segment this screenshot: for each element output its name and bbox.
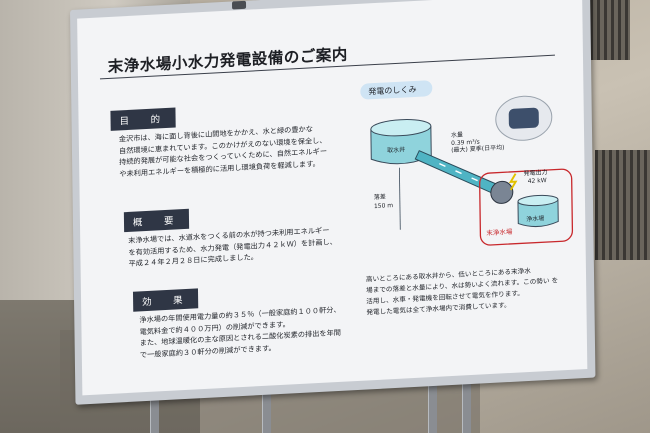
board-clip-left — [231, 0, 247, 10]
basin-label: 浄水場 — [526, 214, 544, 223]
generator-icon — [508, 107, 539, 129]
diagram-heading: 発電のしくみ — [368, 85, 416, 97]
intake-label: 取水井 — [387, 145, 405, 154]
diagram-heading-pill — [360, 80, 433, 100]
stand-leg-center — [262, 385, 271, 433]
lightning-icon — [508, 173, 518, 191]
drain-grate-top — [590, 0, 630, 60]
section-heading-overview: 概 要 — [123, 208, 189, 233]
flow-label: 水量 — [451, 130, 463, 139]
flow-arrows — [439, 163, 478, 182]
plant-label: 末浄水場 — [486, 227, 513, 237]
section-body-overview: 末浄水場では、水道水をつくる前の水が持つ未利用エネルギー を有効活用するため、水… — [128, 224, 337, 269]
flow-value: 0.39 m³/s — [451, 139, 480, 147]
power-generation-diagram: 発電のしくみ 取水井 水量 0.39 m³/s (最大) 夏季(日平均) 落差 … — [360, 80, 574, 246]
plant-outline — [479, 168, 574, 246]
sign-board: 末浄水場小水力発電設備のご案内 目 的 金沢市は、海に面し背後に山間地をかかえ、… — [70, 0, 596, 405]
head-value: 150 m — [374, 202, 393, 210]
basin-top — [517, 194, 559, 207]
turbine-icon — [490, 180, 514, 204]
sign-panel: 末浄水場小水力発電設備のご案内 目 的 金沢市は、海に面し背後に山間地をかかえ、… — [77, 0, 588, 396]
section-body-effect: 浄水場の年間使用電力量の約３５％（一般家庭約１００軒分、 電気料金で約４００万円… — [139, 304, 341, 361]
head-label: 落差 — [374, 192, 386, 201]
purified-basin — [517, 199, 559, 228]
section-body-purpose: 金沢市は、海に面し背後に山間地をかかえ、水と緑の豊かな 自然環境に恵まれています… — [119, 123, 327, 180]
explanation-text: 高いところにある取水井から、低いところにある末浄水 場までの落差と水量により、水… — [366, 264, 559, 318]
stand-leg-back — [462, 355, 471, 433]
output-value: 42 kW — [528, 177, 547, 185]
head-marker — [399, 167, 401, 230]
section-heading-effect: 効 果 — [132, 288, 198, 312]
stand-leg-left — [150, 380, 159, 433]
intake-tank-top — [370, 119, 432, 137]
output-label: 発電出力 — [524, 168, 548, 177]
stand-leg-right — [428, 360, 437, 433]
flow-note: (最大) 夏季(日平均) — [451, 143, 504, 154]
drain-grate — [595, 150, 650, 260]
section-heading-purpose: 目 的 — [110, 107, 176, 131]
